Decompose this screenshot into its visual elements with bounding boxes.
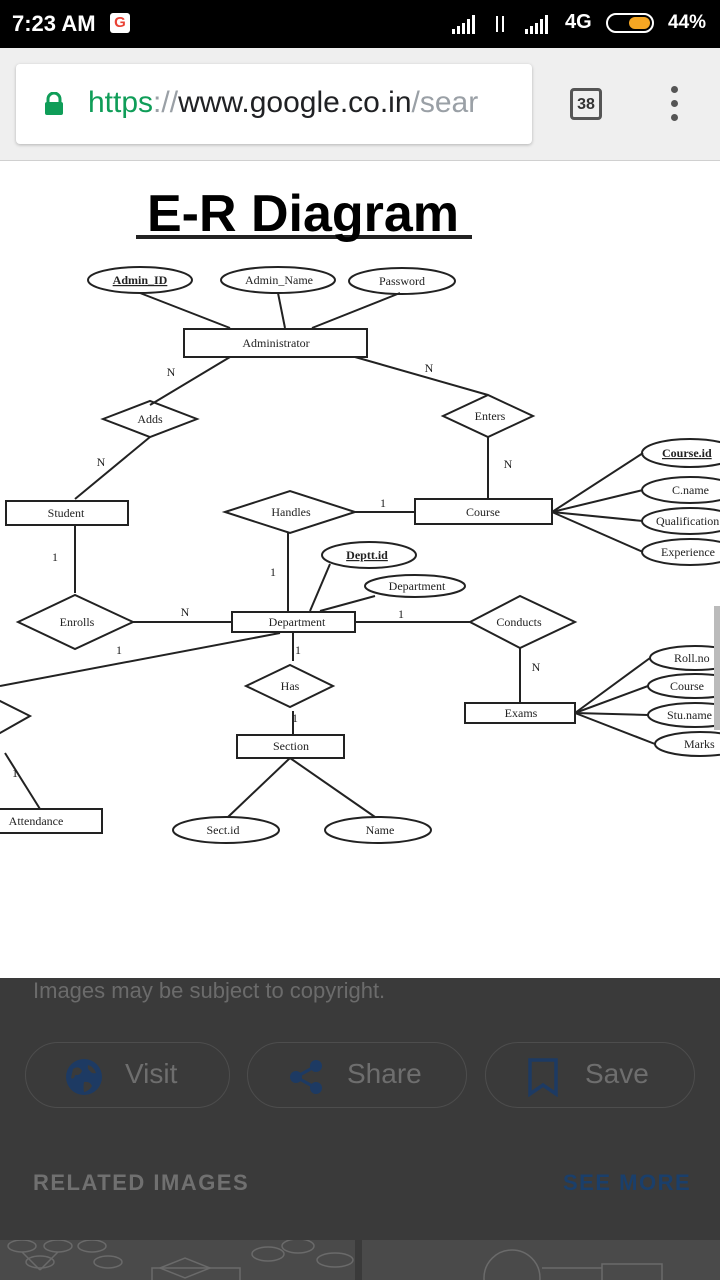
related-image-thumbnail[interactable]	[362, 1240, 720, 1280]
bookmark-icon	[528, 1058, 558, 1097]
url-text[interactable]: https://www.google.co.in/sear	[88, 86, 478, 120]
attr-section-name: Name	[366, 823, 395, 837]
share-label: Share	[347, 1058, 422, 1089]
attr-department: Department	[389, 579, 446, 593]
url-separator: ://	[153, 86, 179, 119]
relationship-enrolls: Enrolls	[60, 615, 95, 629]
attr-admin-id: Admin_ID	[113, 273, 168, 287]
relationship-enters: Enters	[475, 409, 506, 423]
entity-section: Section	[273, 739, 309, 753]
attr-deptt-id: Deptt.id	[346, 548, 388, 562]
entity-exams: Exams	[505, 706, 538, 720]
scroll-indicator	[714, 606, 720, 730]
related-thumbnail-diagram	[7, 1240, 354, 1280]
relationship-handles: Handles	[271, 505, 311, 519]
cardinality-label: N	[504, 457, 513, 471]
cardinality-label: 1	[292, 711, 298, 725]
cardinality-label: N	[167, 365, 176, 379]
see-more-link[interactable]: SEE MORE	[563, 1170, 692, 1195]
cardinality-label: N	[425, 361, 434, 375]
relationship-conducts: Conducts	[496, 615, 542, 629]
cardinality-label: 1	[12, 766, 18, 780]
attr-roll-no: Roll.no	[674, 651, 710, 665]
cardinality-label: N	[532, 660, 541, 674]
entity-attendance: Attendance	[9, 814, 64, 828]
attr-course-id: Course.id	[662, 446, 712, 460]
url-path: /sear	[411, 86, 479, 119]
related-thumbnail-diagram	[483, 1249, 663, 1280]
address-bar[interactable]: https://www.google.co.in/sear	[16, 64, 532, 144]
save-button[interactable]: Save	[485, 1042, 695, 1108]
battery-icon	[606, 13, 654, 33]
attr-password: Password	[379, 274, 425, 288]
entity-student: Student	[48, 506, 85, 520]
save-label: Save	[585, 1058, 649, 1089]
image-preview[interactable]: E-R Diagram Administrator Student Course…	[0, 161, 720, 978]
attr-exam-course: Course	[670, 679, 704, 693]
cardinality-label: 1	[52, 550, 58, 564]
er-diagram: E-R Diagram Administrator Student Course…	[0, 185, 720, 844]
attr-experience: Experience	[661, 545, 715, 559]
entity-administrator: Administrator	[242, 336, 309, 350]
lock-icon	[45, 92, 63, 115]
cardinality-label: N	[97, 455, 106, 469]
globe-icon	[66, 1059, 102, 1095]
attr-marks: Marks	[684, 737, 715, 751]
related-images-heading: RELATED IMAGES	[33, 1170, 250, 1195]
status-bar: 7:23 AM G 4G 44%	[0, 0, 720, 48]
cardinality-label: 1	[116, 643, 122, 657]
url-scheme: https	[88, 86, 154, 119]
cardinality-label: N	[181, 605, 190, 619]
cardinality-label: 1	[398, 607, 404, 621]
browser-toolbar: https://www.google.co.in/sear 38	[0, 48, 720, 161]
battery-percent: 44%	[668, 12, 707, 33]
signal-icon	[452, 15, 548, 34]
overflow-menu-icon[interactable]	[664, 86, 684, 126]
attr-sect-id: Sect.id	[207, 823, 240, 837]
google-notification-icon: G	[110, 13, 130, 33]
attr-c-name: C.name	[672, 483, 709, 497]
visit-button[interactable]: Visit	[25, 1042, 230, 1108]
share-icon	[290, 1060, 322, 1094]
share-button[interactable]: Share	[247, 1042, 467, 1108]
url-host: www.google.co.in	[178, 86, 412, 119]
attr-qualification: Qualification	[656, 514, 719, 528]
visit-label: Visit	[125, 1058, 178, 1089]
cardinality-label: 1	[295, 643, 301, 657]
entity-course: Course	[466, 505, 500, 519]
attr-stu-name: Stu.name	[667, 708, 712, 722]
tab-switcher-button[interactable]: 38	[570, 88, 602, 120]
attr-admin-name: Admin_Name	[245, 273, 313, 287]
diagram-title: E-R Diagram	[147, 185, 459, 243]
status-time: 7:23 AM	[12, 11, 96, 36]
copyright-notice: Images may be subject to copyright.	[33, 978, 386, 1003]
relationship-has: Has	[281, 679, 300, 693]
cardinality-label: 1	[380, 496, 386, 510]
relationship-adds: Adds	[137, 412, 163, 426]
related-image-thumbnail[interactable]	[0, 1240, 355, 1280]
network-type: 4G	[565, 11, 592, 33]
cardinality-label: 1	[270, 565, 276, 579]
entity-department: Department	[269, 615, 326, 629]
image-actions-panel: Images may be subject to copyright. Visi…	[0, 978, 720, 1280]
